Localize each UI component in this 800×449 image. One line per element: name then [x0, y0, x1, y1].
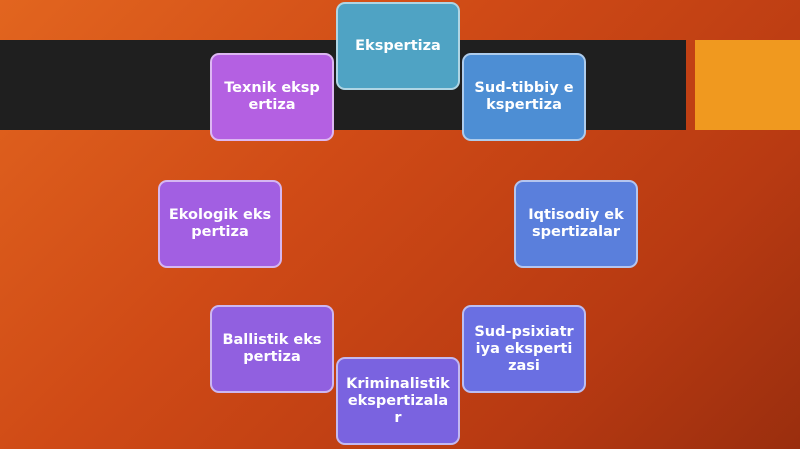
node-label: Ballistik ekspertiza: [222, 332, 322, 365]
node-ballistik: Ballistik ekspertiza: [210, 305, 334, 393]
node-label: Ekologik ekspertiza: [168, 207, 272, 240]
accent-block: [695, 40, 800, 130]
node-label: Iqtisodiy ekspertizalar: [528, 207, 624, 240]
node-sud-tibbiy: Sud-tibbiy ekspertiza: [462, 53, 586, 141]
node-sud-psixiatriya: Sud-psixiatriya ekspertizasi: [462, 305, 586, 393]
node-texnik: Texnik ekspertiza: [210, 53, 334, 141]
node-label: Ekspertiza: [355, 37, 441, 54]
node-label: Sud-tibbiy ekspertiza: [474, 80, 574, 113]
node-kriminalistik: Kriminalistik ekspertizalar: [336, 357, 460, 445]
node-ekologik: Ekologik ekspertiza: [158, 180, 282, 268]
node-label: Sud-psixiatriya ekspertizasi: [474, 323, 574, 374]
node-label: Texnik ekspertiza: [224, 80, 320, 113]
node-iqtisodiy: Iqtisodiy ekspertizalar: [514, 180, 638, 268]
node-label: Kriminalistik ekspertizalar: [346, 375, 450, 426]
node-ekspertiza: Ekspertiza: [336, 2, 460, 90]
